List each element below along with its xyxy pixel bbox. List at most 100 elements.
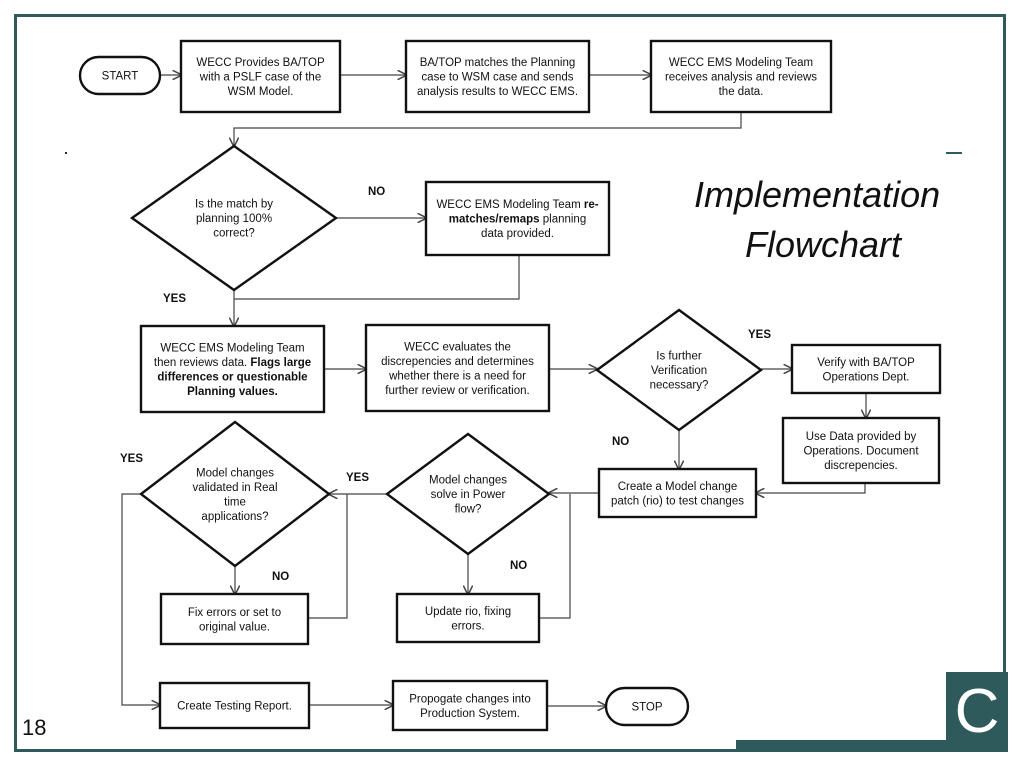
node-text-line: original value. <box>199 621 270 633</box>
process-box <box>404 39 591 114</box>
node-text-line: BA/TOP matches the Planning <box>420 57 576 69</box>
node-text-line: matches/remaps planning <box>449 214 586 226</box>
node-text-line: WECC EMS Modeling Team <box>160 342 304 354</box>
node-text-line: applications? <box>201 511 268 523</box>
slide-number: 18 <box>22 715 47 740</box>
node-text-line: validated in Real <box>192 482 277 494</box>
node-ems-reviews: WECC EMS Modeling Team then reviews data.… <box>139 324 326 414</box>
node-text-line: Verify with BA/TOP <box>817 357 915 369</box>
connector-arrow <box>756 483 866 493</box>
node-text-line: differences or questionable <box>157 371 307 383</box>
node-ems-receives: WECC EMS Modeling Team receives analysis … <box>649 39 833 114</box>
process-box <box>159 592 310 646</box>
node-text-line: discrepencies and determines <box>381 356 534 368</box>
node-text-line: WECC EMS Modeling Team re- <box>436 199 598 211</box>
branch-label-no-power-flow: NO <box>510 560 527 572</box>
logo-letter: C <box>954 677 1000 746</box>
process-box <box>790 343 942 395</box>
decision-diamond <box>384 432 552 556</box>
branch-label-yes-realtime: YES <box>120 453 143 465</box>
node-text-line: START <box>102 71 139 83</box>
node-text-line: Operations. Document <box>803 446 919 458</box>
branch-label-no-match: NO <box>368 186 385 198</box>
node-text-line: Propogate changes into <box>409 693 530 705</box>
node-text-line: data provided. <box>481 228 554 240</box>
decorative-dash <box>946 152 962 154</box>
node-rematches: WECC EMS Modeling Team re-matches/remaps… <box>424 180 611 257</box>
node-text-line: Production System. <box>420 708 520 720</box>
process-box <box>781 416 941 485</box>
node-text-line: Create a Model change <box>618 481 738 493</box>
process-box <box>158 681 311 730</box>
node-text-line: the data. <box>719 86 764 98</box>
node-text-line: whether there is a need for <box>388 370 526 382</box>
node-text-line: further review or verification. <box>385 385 529 397</box>
decorative-dot <box>65 152 67 154</box>
node-text-line: Create Testing Report. <box>177 701 292 713</box>
decision-diamond <box>139 420 331 568</box>
node-text-line: receives analysis and reviews <box>665 72 817 84</box>
branch-label-yes-match: YES <box>163 293 186 305</box>
terminal-shape <box>604 686 690 727</box>
branch-label-no-realtime: NO <box>272 571 289 583</box>
process-box <box>364 323 551 413</box>
connector-lines <box>121 75 866 706</box>
branch-label-yes-verification: YES <box>748 329 771 341</box>
node-text-line: Operations Dept. <box>823 371 910 383</box>
node-start: START <box>78 55 162 96</box>
connector-arrow <box>234 255 520 300</box>
logo <box>946 672 1008 752</box>
node-text-line: STOP <box>631 702 662 714</box>
connector-arrow <box>539 494 571 619</box>
node-text-line: case to WSM case and sends <box>421 72 573 84</box>
node-stop: STOP <box>604 686 690 727</box>
flowchart-shapes: START WECC Provides BA/TOP with a PSLF cas… <box>78 39 942 732</box>
node-testing-report: Create Testing Report. <box>158 681 311 730</box>
connector-arrow <box>234 112 742 146</box>
node-text-line: correct? <box>213 228 255 240</box>
process-box <box>597 467 758 519</box>
node-text-line: then reviews data. Flags large <box>154 357 311 369</box>
node-text-line: discrepencies. <box>824 460 898 472</box>
node-text-line: analysis results to WECC EMS. <box>417 86 578 98</box>
node-text-line: Is further <box>656 351 702 363</box>
node-text-line: WECC EMS Modeling Team <box>669 57 813 69</box>
decision-diamond <box>594 308 764 432</box>
node-create-patch: Create a Model change patch (rio) to test… <box>597 467 758 519</box>
node-text-line: WSM Model. <box>228 86 294 98</box>
decision-diamond <box>129 144 339 292</box>
node-text-line: patch (rio) to test changes <box>611 495 744 507</box>
node-wecc-provides: WECC Provides BA/TOP with a PSLF case of … <box>179 39 342 114</box>
node-text-line: necessary? <box>650 380 709 392</box>
node-text-line: solve in Power <box>431 489 506 501</box>
node-text-line: Verification <box>651 365 707 377</box>
branch-label-no-verification: NO <box>612 436 629 448</box>
node-text-line: Model changes <box>429 475 507 487</box>
node-text-line: with a PSLF case of the <box>199 72 321 84</box>
node-text-line: WECC evaluates the <box>404 341 511 353</box>
node-realtime-decision: Model changes validated in Real time applic… <box>139 420 331 568</box>
connector-arrow <box>308 494 348 619</box>
node-wecc-evaluates: WECC evaluates the discrepencies and dete… <box>364 323 551 413</box>
process-box <box>391 679 549 732</box>
node-text-line: Fix errors or set to <box>188 607 281 619</box>
process-box <box>395 592 541 644</box>
process-box <box>649 39 833 114</box>
node-text-line: time <box>224 496 246 508</box>
node-text-line: Model changes <box>196 467 274 479</box>
process-box <box>139 324 326 414</box>
node-text-line: Use Data provided by <box>806 431 917 443</box>
node-text-line: WECC Provides BA/TOP <box>196 57 325 69</box>
page-title-line-2: Flowchart <box>745 224 902 265</box>
node-verify-ba-top: Verify with BA/TOP Operations Dept. <box>790 343 942 395</box>
node-text-line: Update rio, fixing <box>425 606 511 618</box>
page-title-line-1: Implementation <box>694 174 941 215</box>
process-box <box>424 180 611 257</box>
node-fix-errors: Fix errors or set to original value. <box>159 592 310 646</box>
node-use-data: Use Data provided by Operations. Document… <box>781 416 941 485</box>
